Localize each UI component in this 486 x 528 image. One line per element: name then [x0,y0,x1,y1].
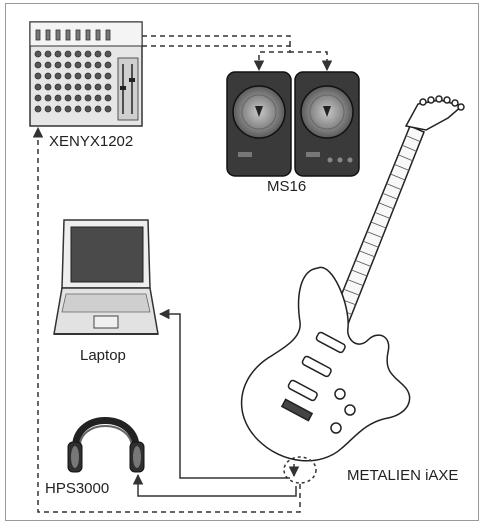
mixer-fader [65,29,71,41]
mixer-knob [44,94,52,102]
mixer-knob [64,94,72,102]
mixer-knob [64,50,72,58]
mixer-knob [84,94,92,102]
mixer-label: XENYX1202 [49,133,134,150]
guitar-fret [366,231,383,238]
mixer-knob [54,105,62,113]
headphones-label: HPS3000 [45,480,110,497]
mixer-fader [45,29,51,41]
guitar-device [240,95,465,484]
mixer-knob [44,83,52,91]
guitar-fret [363,240,379,248]
cable-guitar-to-headphones [132,473,297,497]
cable-guitar-to-mixer [32,126,301,513]
mixer-knob [74,72,82,80]
mixer-fader [75,29,81,41]
mixer-knob [84,72,92,80]
mixer-knob [104,83,112,91]
cable-mixer-to-speaker-right [142,45,333,72]
mixer-knob [34,72,42,80]
mixer-knob [74,50,82,58]
guitar-fret [386,183,402,190]
mixer-knob [44,61,52,69]
mixer-knob [104,61,112,69]
mixer-knob [84,50,92,58]
mixer-knob [94,83,102,91]
cable-guitar-to-laptop [158,308,290,479]
guitar-label: METALIEN iAXE [347,467,459,484]
guitar-fret [390,173,406,181]
guitar-fret [351,269,368,277]
mixer-knob [34,94,42,102]
mixer-knob [64,83,72,91]
guitar-fret [347,279,364,286]
guitar-fret [355,260,371,267]
mixer-device [29,21,143,127]
mixer-knob [44,72,52,80]
speaker-left [226,71,292,177]
mixer-fader [95,29,101,41]
guitar-fret [343,288,360,296]
guitar-fret [405,135,421,142]
guitar-fret [394,164,409,171]
mixer-knob [64,72,72,80]
mixer-fader [55,29,61,41]
guitar-fret [359,250,375,258]
mixer-knob [84,61,92,69]
diagram-frame [5,3,479,521]
mixer-knob [94,50,102,58]
mixer-knob [64,105,72,113]
mixer-knob [94,72,102,80]
guitar-fret [382,192,398,200]
mixer-knob [54,61,62,69]
mixer-knob [34,83,42,91]
mixer-knob [94,105,102,113]
guitar-fret [374,212,390,219]
mixer-knob [54,94,62,102]
mixer-knob [104,105,112,113]
mixer-knob [74,83,82,91]
mixer-knob [84,105,92,113]
mixer-knob [54,50,62,58]
mixer-knob [34,105,42,113]
guitar-fret [378,202,394,210]
guitar-fret [402,144,417,152]
mixer-knob [84,83,92,91]
mixer-knob [104,72,112,80]
speaker-right [294,71,360,177]
mixer-knob [64,61,72,69]
guitar-fret [370,221,387,229]
mixer-fader [85,29,91,41]
laptop-device [53,219,159,335]
mixer-knob [104,94,112,102]
mixer-knob [44,105,52,113]
mixer-fader [35,29,41,41]
cable-mixer-to-speaker-left [142,35,291,72]
mixer-knob [54,83,62,91]
guitar-fret [398,154,413,162]
laptop-label: Laptop [80,347,126,364]
mixer-knob [94,94,102,102]
mixer-fader [105,29,111,41]
mixer-knob [34,50,42,58]
headphones-device [67,417,145,473]
speakers-label: MS16 [267,178,307,195]
mixer-knob [44,50,52,58]
mixer-knob [74,61,82,69]
mixer-knob [104,50,112,58]
mixer-knob [74,105,82,113]
mixer-knob [94,61,102,69]
mixer-knob [34,61,42,69]
connection-lines [32,35,333,513]
mixer-knob [54,72,62,80]
mixer-knob [74,94,82,102]
